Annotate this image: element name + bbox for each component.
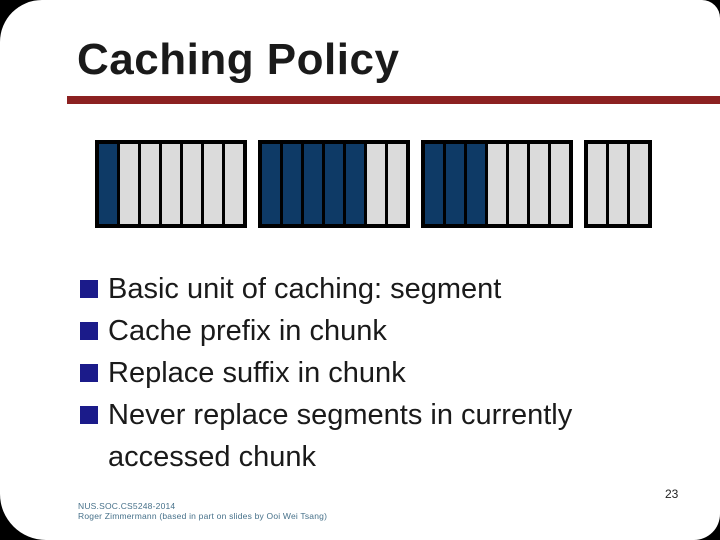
page-title: Caching Policy: [77, 35, 400, 84]
footer-line-1: NUS.SOC.CS5248-2014: [78, 501, 176, 511]
chunk-3: [421, 140, 573, 228]
segment-empty: [609, 144, 627, 224]
segment-empty: [225, 144, 243, 224]
bullet-square-icon: [80, 322, 98, 340]
bullet-square-icon: [80, 406, 98, 424]
segment-empty: [204, 144, 222, 224]
bullet-square-icon: [80, 280, 98, 298]
chunk-4: [584, 140, 652, 228]
title-underline-rule: [67, 96, 720, 104]
chunk-1: [95, 140, 247, 228]
segment-filled: [346, 144, 364, 224]
segment-filled: [425, 144, 443, 224]
chunk-diagram: [95, 140, 652, 228]
segment-empty: [367, 144, 385, 224]
bullet-item: Cache prefix in chunk: [80, 310, 695, 352]
segment-empty: [488, 144, 506, 224]
segment-filled: [325, 144, 343, 224]
segment-filled: [467, 144, 485, 224]
bullet-label: Replace suffix in chunk: [108, 357, 406, 389]
footer-credits: NUS.SOC.CS5248-2014 Roger Zimmermann (ba…: [78, 501, 327, 521]
segment-filled: [99, 144, 117, 224]
bullet-item: Basic unit of caching: segment: [80, 268, 695, 310]
bullet-label: Never replace segments in currently acce…: [108, 399, 573, 473]
segment-empty: [588, 144, 606, 224]
page-number: 23: [665, 487, 679, 501]
segment-empty: [141, 144, 159, 224]
bullet-item: Replace suffix in chunk: [80, 352, 695, 394]
bullet-label: Basic unit of caching: segment: [108, 273, 502, 305]
bullet-item: Never replace segments in currently acce…: [80, 394, 695, 478]
segment-filled: [446, 144, 464, 224]
segment-empty: [551, 144, 569, 224]
bullet-square-icon: [80, 364, 98, 382]
footer-line-2: Roger Zimmermann (based in part on slide…: [78, 511, 328, 521]
segment-filled: [304, 144, 322, 224]
segment-empty: [630, 144, 648, 224]
segment-empty: [509, 144, 527, 224]
segment-empty: [162, 144, 180, 224]
segment-empty: [388, 144, 406, 224]
chunk-2: [258, 140, 410, 228]
segment-empty: [530, 144, 548, 224]
segment-filled: [262, 144, 280, 224]
segment-empty: [120, 144, 138, 224]
bullet-label: Cache prefix in chunk: [108, 315, 387, 347]
segment-filled: [283, 144, 301, 224]
segment-empty: [183, 144, 201, 224]
bullet-list: Basic unit of caching: segment Cache pre…: [80, 268, 695, 478]
